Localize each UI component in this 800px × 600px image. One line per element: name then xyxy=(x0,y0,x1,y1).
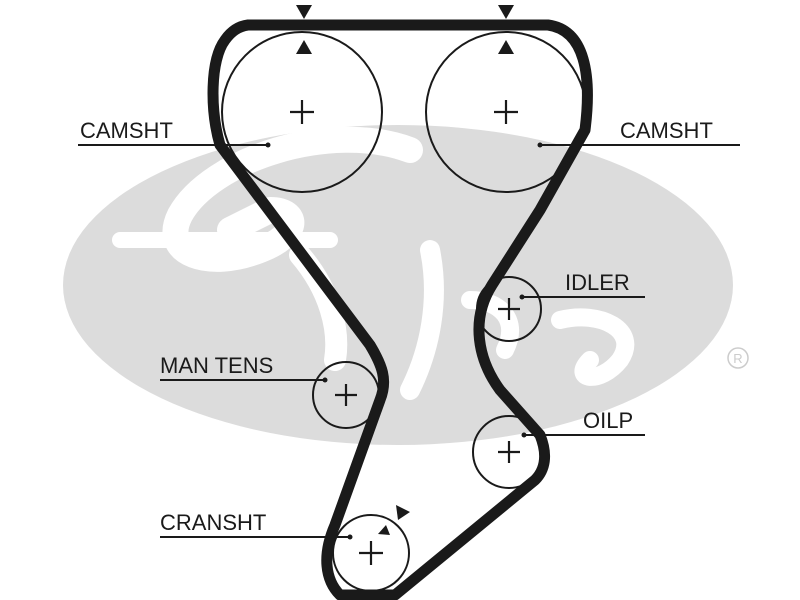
registered-mark-letter: R xyxy=(733,351,742,366)
label-camshaft-left: CAMSHT xyxy=(80,118,173,143)
timing-belt xyxy=(207,19,593,600)
camshaft-pulley-right xyxy=(425,31,587,193)
manual-tensioner-pulley xyxy=(312,361,380,429)
timing-mark-left-outer-triangle xyxy=(296,5,312,19)
label-idler: IDLER xyxy=(565,270,630,295)
timing-marks xyxy=(296,5,514,535)
label-crankshaft: CRANSHT xyxy=(160,510,266,535)
watermark-oval xyxy=(63,125,733,445)
timing-mark-left-inner-triangle xyxy=(296,40,312,54)
camshaft-pulley-left xyxy=(221,31,383,193)
label-oil-pump: OILP xyxy=(583,408,633,433)
crankshaft-pulley xyxy=(332,514,410,592)
timing-mark-right-inner-triangle xyxy=(498,40,514,54)
idler-pulley xyxy=(476,276,542,342)
registered-mark-circle xyxy=(727,347,749,369)
timing-mark-crank-outer-triangle xyxy=(396,505,410,520)
label-manual-tensioner: MAN TENS xyxy=(160,353,273,378)
oil-pump-pulley xyxy=(472,415,546,489)
leader-lines xyxy=(78,142,740,540)
timing-mark-crank-inner-triangle xyxy=(378,525,390,535)
gates-watermark: R xyxy=(63,125,749,445)
timing-mark-right-outer-triangle xyxy=(498,5,514,19)
label-camshaft-right: CAMSHT xyxy=(620,118,713,143)
